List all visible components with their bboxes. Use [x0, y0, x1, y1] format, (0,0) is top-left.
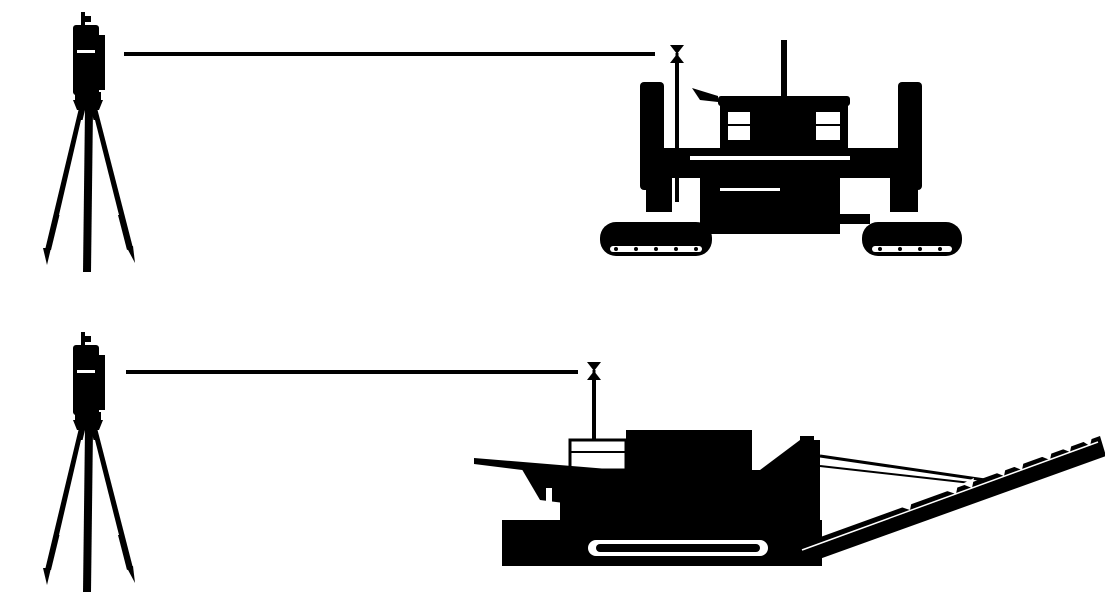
total-station-bottom: [43, 332, 135, 592]
total-station-top: [43, 12, 135, 272]
conveyor-placer: [474, 430, 1105, 566]
prism-bottom: [587, 362, 601, 442]
slipform-paver: [600, 40, 962, 256]
prism-top: [670, 45, 684, 202]
